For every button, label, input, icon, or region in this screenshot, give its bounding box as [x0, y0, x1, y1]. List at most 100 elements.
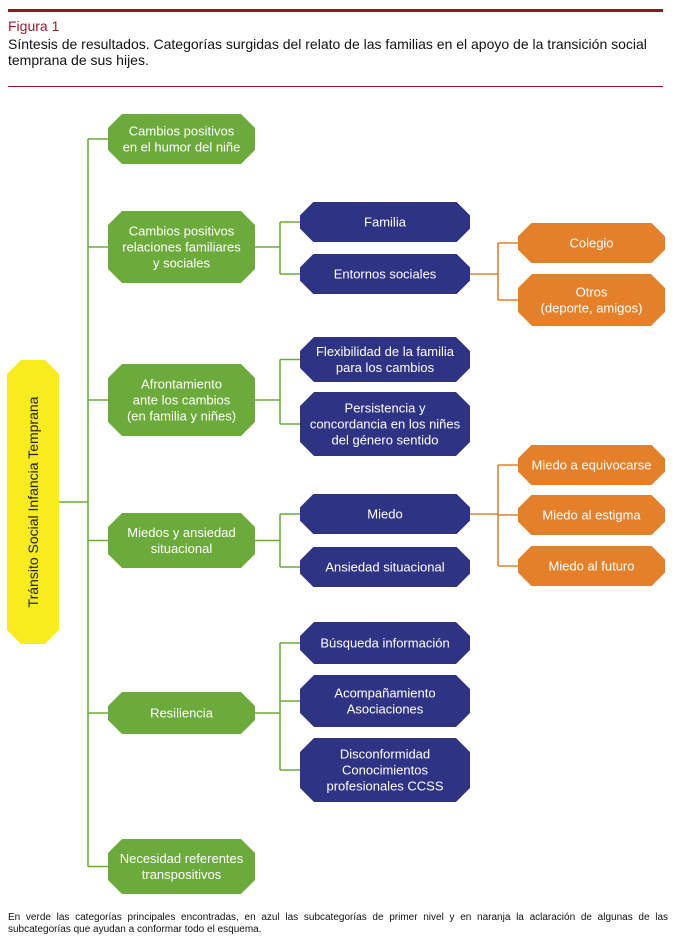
- figure-label: Figura 1: [8, 18, 60, 34]
- subcategory-label: Miedo: [367, 507, 402, 522]
- root-label: Tránsito Social Infancia Temprana: [25, 396, 41, 607]
- label-line: Miedos y ansiedad: [127, 525, 235, 540]
- label-line: transpositivos: [142, 867, 222, 882]
- label-line: Familia: [364, 215, 407, 230]
- subcategory-node: Búsqueda información: [300, 622, 470, 664]
- subcategory-node: Entornos sociales: [300, 254, 470, 294]
- clarification-node: Miedo al futuro: [518, 546, 665, 586]
- subcategory-shape: [300, 675, 470, 727]
- label-line: Miedo al estigma: [542, 508, 641, 523]
- label-line: Disconformidad: [340, 747, 430, 762]
- clarification-shape: [518, 445, 665, 485]
- category-node: Resiliencia: [108, 692, 255, 734]
- clarification-node: Miedo a equivocarse: [518, 445, 665, 485]
- label-line: Colegio: [569, 236, 613, 251]
- label-line: Asociaciones: [347, 702, 424, 717]
- label-line: Otros: [576, 285, 608, 300]
- figure-note: En verde las categorías principales enco…: [8, 912, 668, 935]
- label-line: Persistencia y: [345, 401, 426, 416]
- label-line: Miedo: [367, 507, 402, 522]
- label-line: Acompañamiento: [334, 686, 435, 701]
- subcategory-node: Familia: [300, 202, 470, 242]
- subcategory-shape: [300, 547, 470, 587]
- subcategory-shape: [300, 202, 470, 242]
- clarification-label: Colegio: [569, 236, 613, 251]
- clarification-label: Miedo a equivocarse: [532, 458, 652, 473]
- label-line: Flexibilidad de la familia: [316, 344, 455, 359]
- clarification-node: Miedo al estigma: [518, 495, 665, 535]
- subcategory-label: Familia: [364, 215, 407, 230]
- label-line: para los cambios: [336, 360, 435, 375]
- label-line: concordancia en los niñes: [310, 417, 461, 432]
- label-line: Conocimientos: [342, 763, 428, 778]
- category-shape: [108, 364, 255, 436]
- subcategory-shape: [300, 254, 470, 294]
- figure-title: Síntesis de resultados. Categorías surgi…: [8, 36, 647, 68]
- label-line: (deporte, amigos): [541, 301, 643, 316]
- top-rule: [8, 9, 663, 12]
- category-shape: [108, 211, 255, 283]
- label-line: Necesidad referentes: [120, 851, 244, 866]
- clarification-shape: [518, 274, 665, 326]
- clarification-shape: [518, 495, 665, 535]
- category-shape: [108, 839, 255, 894]
- clarification-shape: [518, 546, 665, 586]
- subcategory-shape: [300, 738, 470, 802]
- label-line: Miedo al futuro: [549, 559, 635, 574]
- label-line: profesionales CCSS: [326, 779, 443, 794]
- label-line: situacional: [151, 541, 213, 556]
- label-line: Cambios positivos: [129, 224, 235, 239]
- subcategory-shape: [300, 337, 470, 382]
- category-shape: [108, 513, 255, 568]
- label-line: del género sentido: [332, 433, 439, 448]
- subcategory-shape: [300, 494, 470, 534]
- clarification-label: Otros(deporte, amigos): [541, 285, 643, 316]
- subcategory-label: Ansiedad situacional: [325, 560, 444, 575]
- subcategory-node: Miedo: [300, 494, 470, 534]
- title-rule: [8, 86, 663, 87]
- clarification-shape: [518, 223, 665, 263]
- label-line: Entornos sociales: [334, 267, 437, 282]
- subcategory-shape: [300, 622, 470, 664]
- label-line: Ansiedad situacional: [325, 560, 444, 575]
- label-line: ante los cambios: [133, 393, 231, 408]
- root-shape: [7, 360, 59, 644]
- clarification-node: Otros(deporte, amigos): [518, 274, 665, 326]
- label-line: relaciones familiares: [122, 240, 241, 255]
- label-line: Afrontamiento: [141, 377, 222, 392]
- clarification-label: Miedo al futuro: [549, 559, 635, 574]
- category-label: Resiliencia: [150, 706, 214, 721]
- label-line: Búsqueda información: [320, 636, 449, 651]
- connector-lines: [59, 138, 518, 868]
- subcategory-label: Entornos sociales: [334, 267, 437, 282]
- label-line: Miedo a equivocarse: [532, 458, 652, 473]
- label-line: Resiliencia: [150, 706, 214, 721]
- label-line: (en familia y niñes): [127, 409, 236, 424]
- subcategory-label: Búsqueda información: [320, 636, 449, 651]
- label-line: Cambios positivos: [129, 124, 235, 139]
- clarification-label: Miedo al estigma: [542, 508, 641, 523]
- subcategory-node: Ansiedad situacional: [300, 547, 470, 587]
- label-line: y sociales: [153, 256, 211, 271]
- root-node: Tránsito Social Infancia Temprana: [7, 360, 59, 644]
- subcategory-shape: [300, 392, 470, 456]
